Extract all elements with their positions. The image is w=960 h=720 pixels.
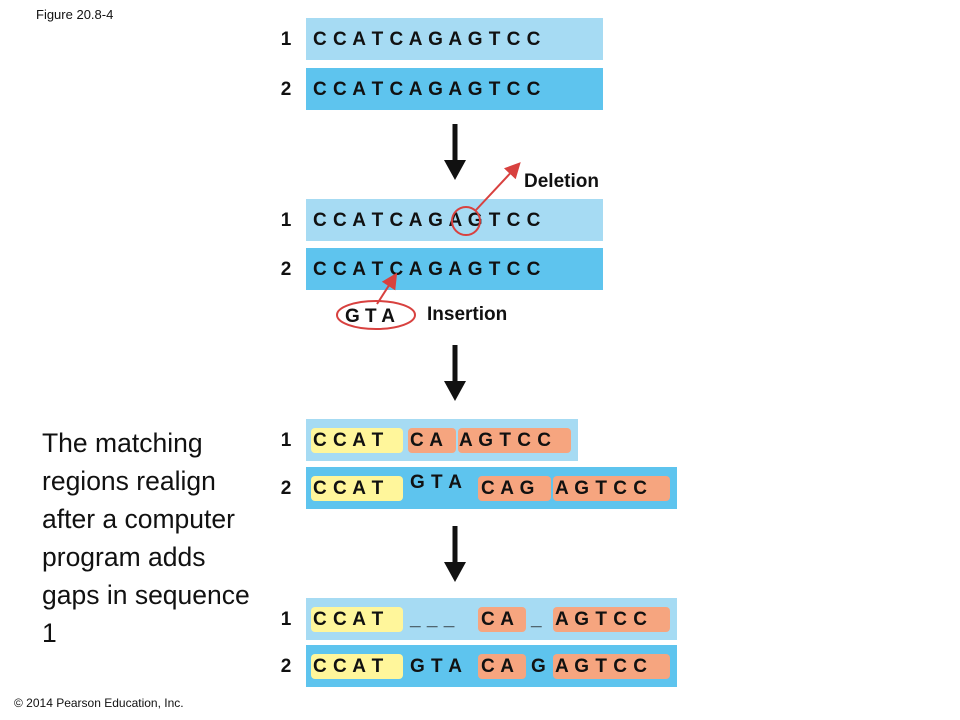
match-box-salmon xyxy=(553,476,670,501)
row-number: 1 xyxy=(280,609,292,630)
insertion-sequence: G T A xyxy=(345,306,395,327)
row-number: 1 xyxy=(280,210,292,231)
insertion-pointer xyxy=(376,272,398,305)
match-box-salmon xyxy=(408,428,456,453)
gap-marks: _ _ _ xyxy=(410,609,455,630)
match-box-salmon xyxy=(478,654,526,679)
match-box-yellow xyxy=(311,607,403,632)
insertion-ellipse xyxy=(336,300,416,330)
match-box-salmon xyxy=(478,476,551,501)
seq-strip-2 xyxy=(306,68,603,110)
down-arrow-icon xyxy=(444,526,466,582)
row-number: 2 xyxy=(280,259,292,280)
row-number: 2 xyxy=(280,656,292,677)
figure-label: Figure 20.8-4 xyxy=(36,7,114,22)
sequence-part: C A xyxy=(481,656,515,677)
sequence-text: C C A T C A G A G T C C xyxy=(313,210,541,232)
sequence-text: C C A T C A G A G T C C xyxy=(313,29,541,50)
sequence-part: A G T C C xyxy=(555,656,648,677)
row-number: 2 xyxy=(280,478,292,499)
down-arrow-icon xyxy=(444,345,466,401)
sequence-text: C C A T C A G A G T C C xyxy=(313,79,541,100)
sequence-part: C C A T xyxy=(313,430,384,451)
seq-strip-2 xyxy=(306,248,603,290)
inserted-sequence: G T A xyxy=(410,656,463,677)
match-box-salmon xyxy=(553,607,670,632)
match-box-salmon xyxy=(458,428,571,453)
sequence-part: C A xyxy=(410,430,444,451)
down-arrow-icon xyxy=(444,124,466,180)
deletion-label: Deletion xyxy=(524,171,599,192)
match-box-yellow xyxy=(311,428,403,453)
sequence-part: C C A T xyxy=(313,478,384,499)
deleted-base: G xyxy=(428,210,444,231)
row-number: 2 xyxy=(280,79,292,100)
seq-strip-1 xyxy=(306,18,603,60)
row-number: 1 xyxy=(280,430,292,451)
insertion-label: Insertion xyxy=(427,304,508,325)
caption-text: The matching regions realign after a com… xyxy=(42,428,250,648)
sequence-part: C A G xyxy=(481,478,535,499)
seq-strip-1 xyxy=(306,199,603,241)
match-box-salmon xyxy=(553,654,670,679)
match-box-yellow xyxy=(311,654,403,679)
sequence-part: A G T C C xyxy=(459,430,552,451)
sequence-part: A G T C C xyxy=(555,609,648,630)
inserted-sequence: G T A xyxy=(410,472,463,493)
copyright-text: © 2014 Pearson Education, Inc. xyxy=(14,696,184,710)
sequence-part: A G T C C xyxy=(448,210,541,231)
sequence-part: G xyxy=(531,656,547,677)
sequence-part: C C A T xyxy=(313,609,384,630)
deletion-pointer xyxy=(475,162,521,211)
sequence-part: C C A T C A xyxy=(313,210,423,231)
deletion-circle xyxy=(451,206,481,236)
sequence-part: C C A T xyxy=(313,656,384,677)
sequence-part: A G T C C xyxy=(555,478,648,499)
sequence-text: C C A T C A G A G T C C xyxy=(313,259,541,280)
sequence-part: C A xyxy=(481,609,515,630)
match-box-salmon xyxy=(478,607,526,632)
match-box-yellow xyxy=(311,476,403,501)
row-number: 1 xyxy=(280,29,292,50)
gap-marks: _ xyxy=(531,609,543,630)
